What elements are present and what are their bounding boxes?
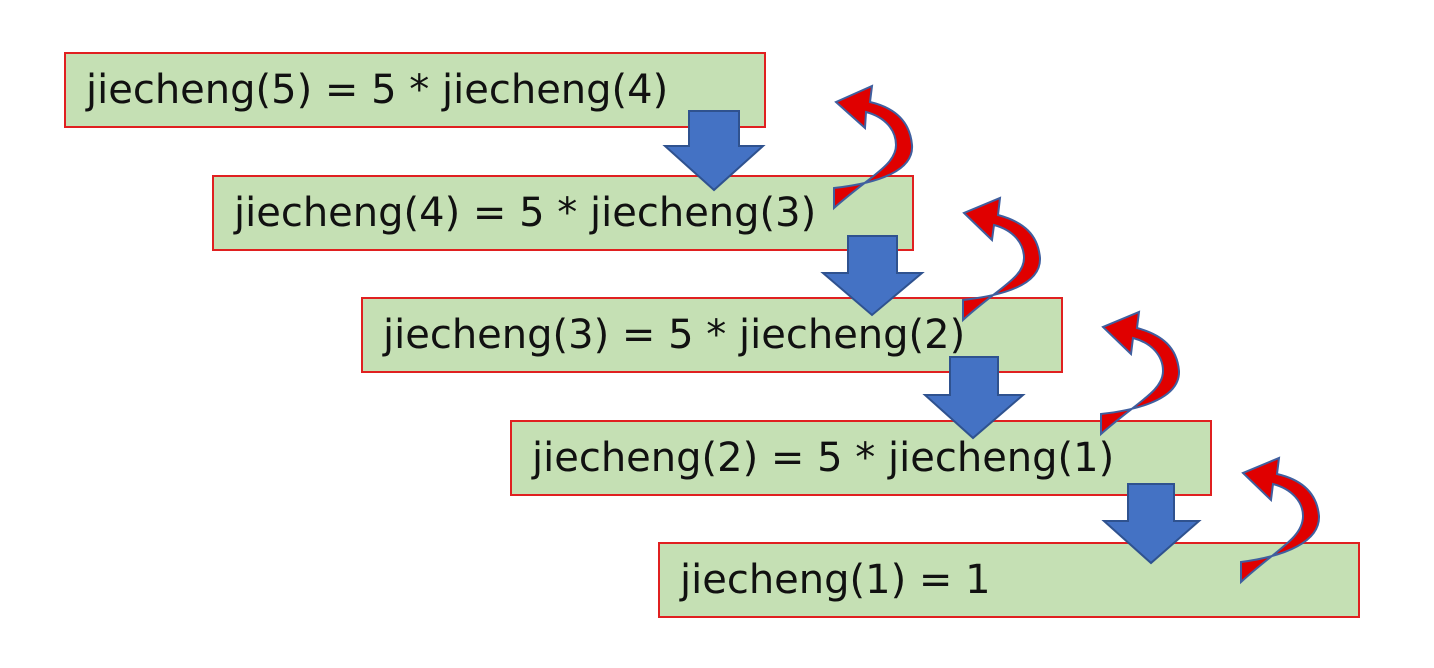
- recursion-step-text: jiecheng(4) = 5 * jiecheng(3): [234, 190, 817, 236]
- recursion-step-text: jiecheng(2) = 5 * jiecheng(1): [532, 435, 1115, 481]
- recursion-step-text: jiecheng(3) = 5 * jiecheng(2): [383, 312, 966, 358]
- recursion-step-box-4: jiecheng(2) = 5 * jiecheng(1): [510, 420, 1212, 496]
- recursion-step-box-5: jiecheng(1) = 1: [658, 542, 1360, 618]
- recursion-step-box-1: jiecheng(5) = 5 * jiecheng(4): [64, 52, 766, 128]
- recursion-step-box-3: jiecheng(3) = 5 * jiecheng(2): [361, 297, 1063, 373]
- curved-return-arrow-icon: [1100, 310, 1181, 437]
- recursion-step-text: jiecheng(1) = 1: [680, 557, 991, 603]
- recursion-step-box-2: jiecheng(4) = 5 * jiecheng(3): [212, 175, 914, 251]
- return-arrow-3: [1100, 310, 1181, 437]
- recursion-step-text: jiecheng(5) = 5 * jiecheng(4): [86, 67, 669, 113]
